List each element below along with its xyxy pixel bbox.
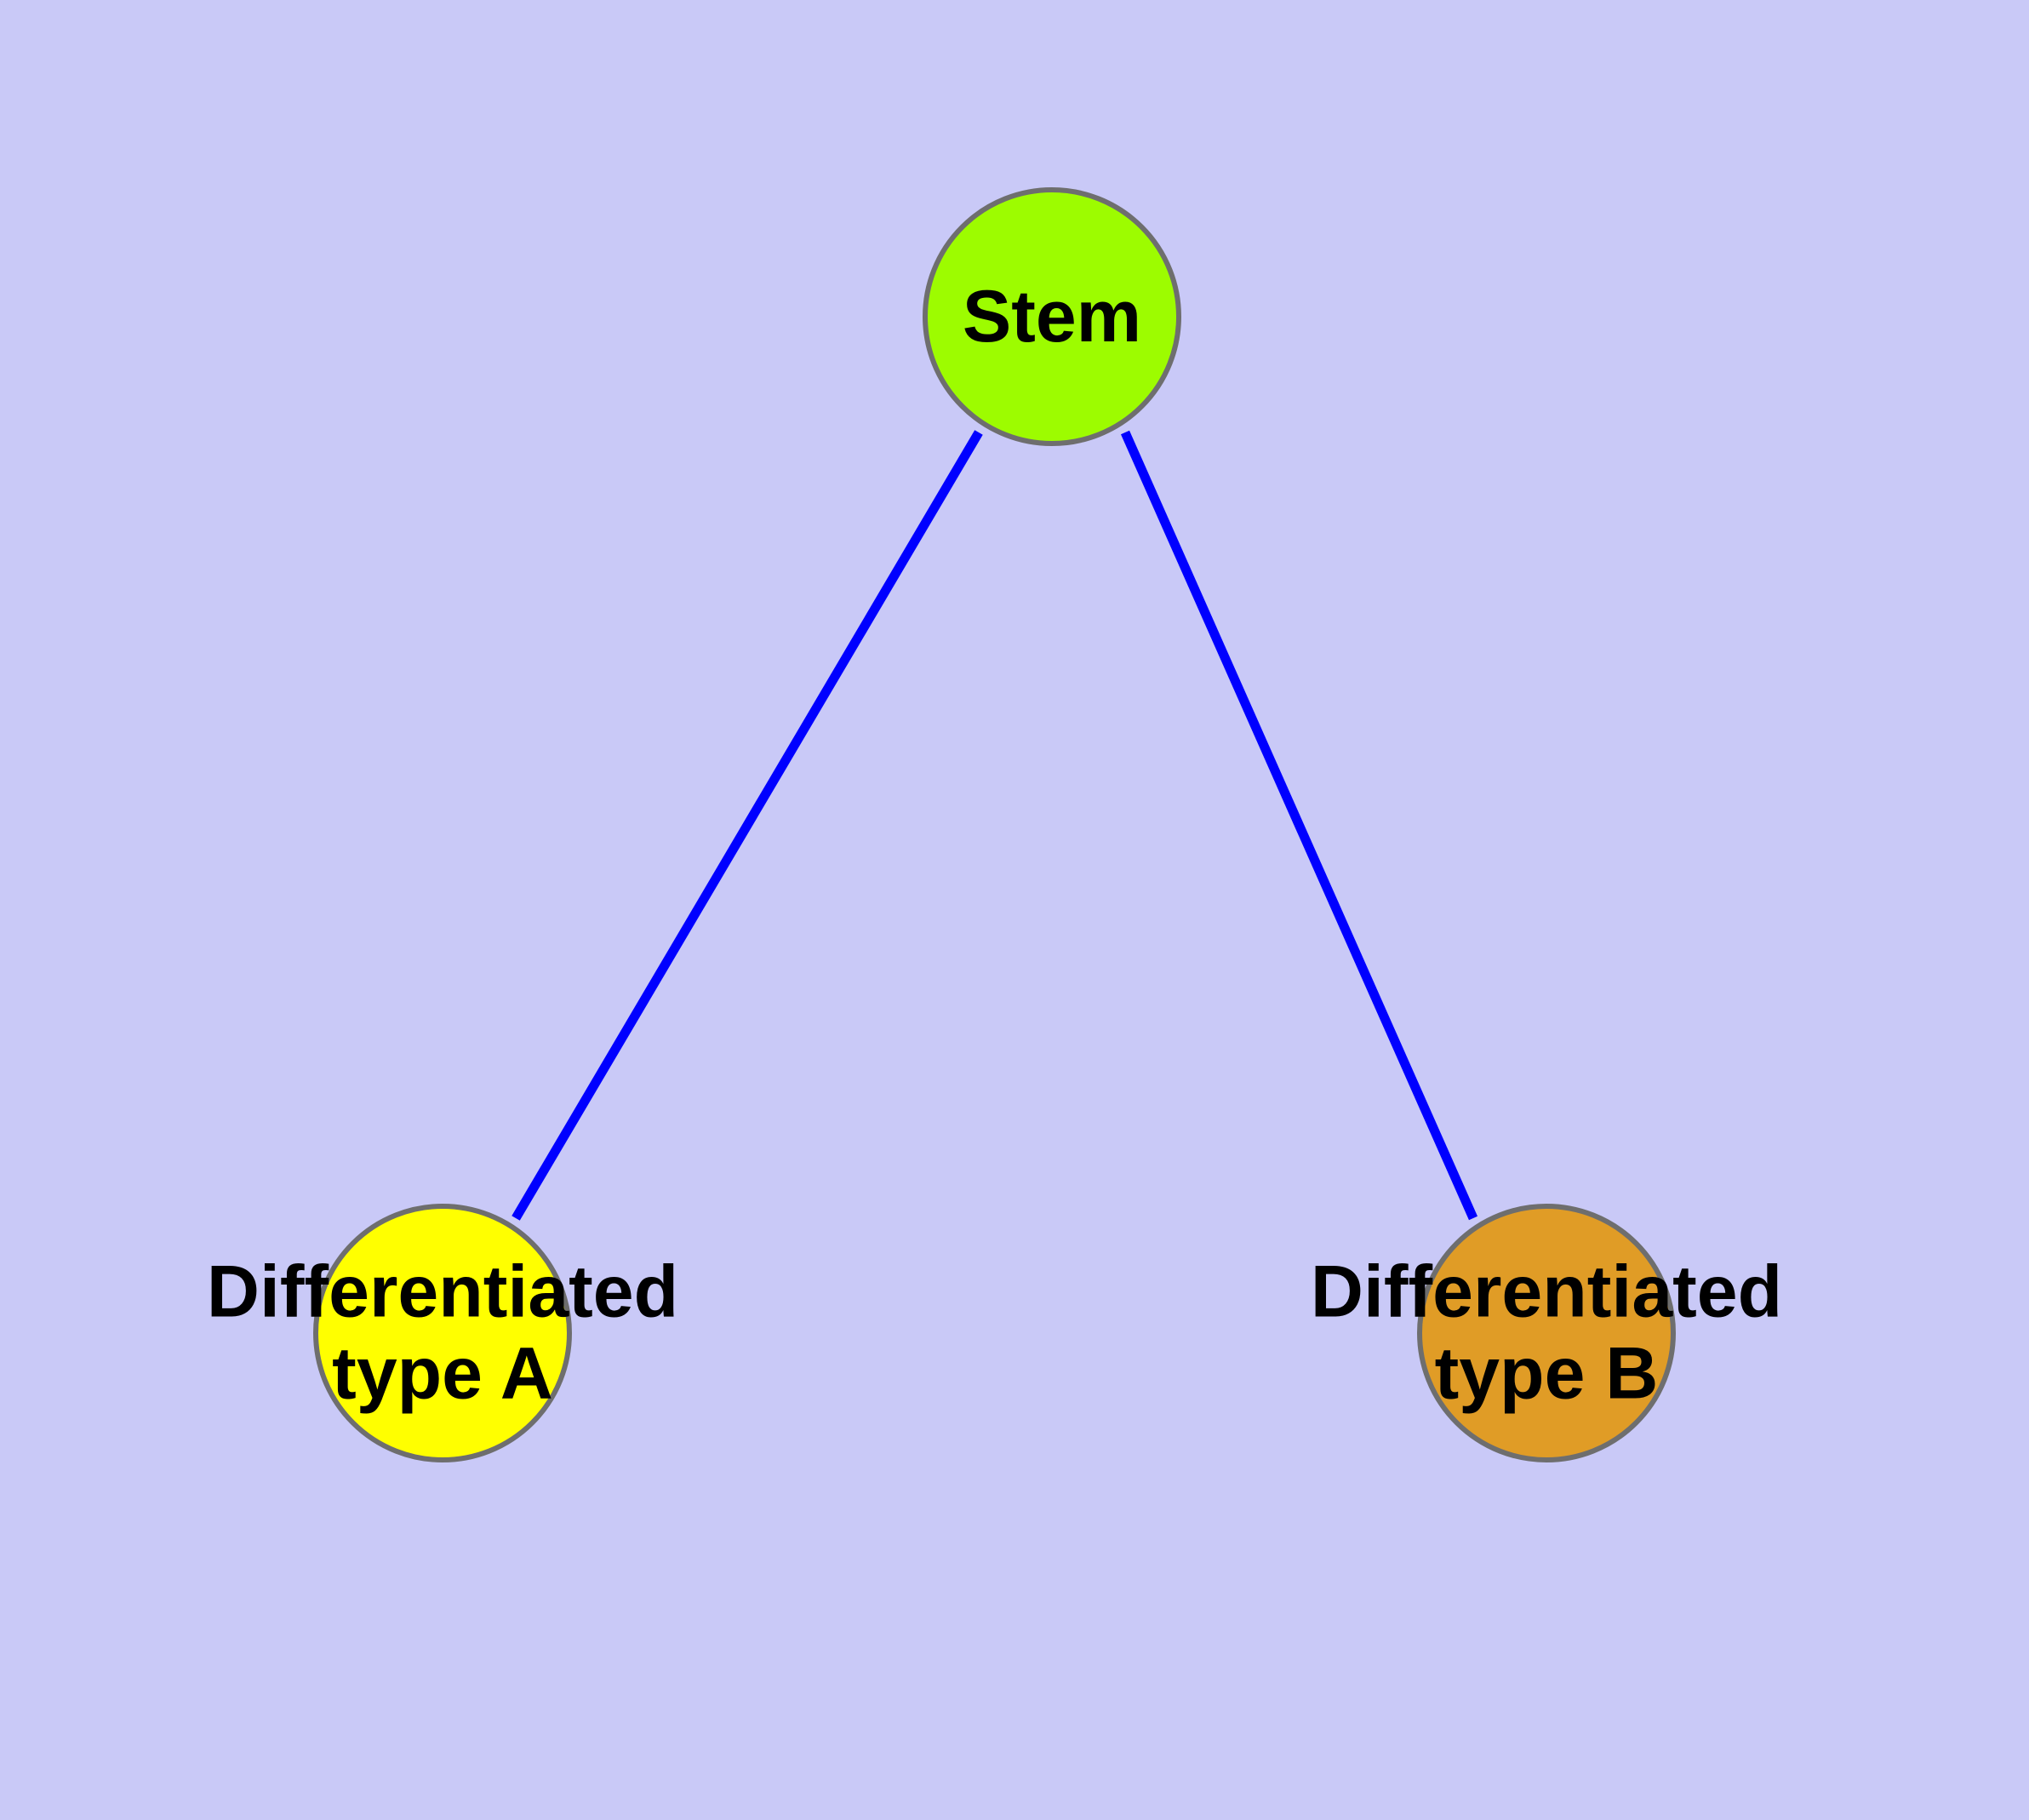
node-label-line: Differentiated <box>1310 1251 1783 1333</box>
edge-stem-to-diff-a[interactable] <box>512 430 983 1221</box>
node-label-stem: Stem <box>963 276 1141 358</box>
node-label-line: type A <box>332 1333 553 1415</box>
node-label-line: Differentiated <box>206 1251 679 1333</box>
node-label-differentiated-type-b: Differentiated type B <box>1311 1251 1782 1416</box>
edge-stem-to-diff-b[interactable] <box>1120 430 1478 1221</box>
node-label-line: type B <box>1434 1333 1659 1415</box>
node-label-line: Stem <box>962 275 1142 358</box>
graph-node-stem[interactable]: Stem <box>923 187 1181 446</box>
node-label-differentiated-type-a: Differentiated type A <box>207 1251 678 1416</box>
graph-node-differentiated-type-b[interactable]: Differentiated type B <box>1311 1204 1782 1462</box>
graph-node-differentiated-type-a[interactable]: Differentiated type A <box>207 1204 678 1462</box>
